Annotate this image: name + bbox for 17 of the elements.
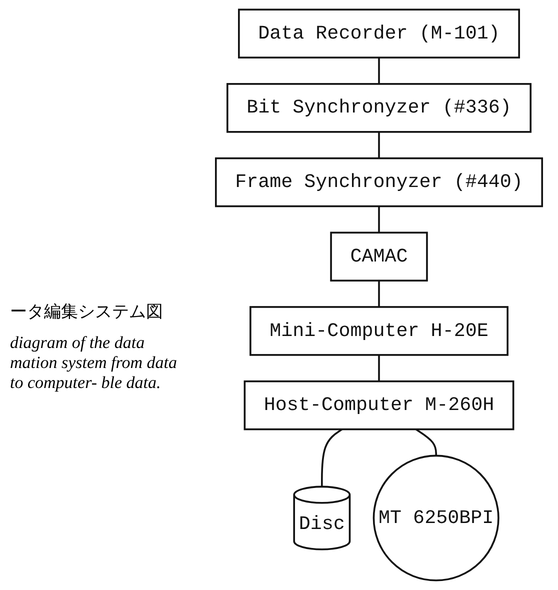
node-box	[330, 232, 428, 282]
node-box	[244, 380, 514, 430]
connector	[378, 280, 380, 307]
node-box	[238, 8, 520, 58]
flowchart: Data Recorder (M-101) Bit Synchronyzer (#336) Frame Synchronyzer (#440) CAMAC Mini-Computer H-20E Host-Computer M-260H Disc MT 6250BPI	[200, 0, 558, 590]
node-box	[226, 83, 532, 133]
connector	[321, 428, 343, 487]
caption-heading: ータ編集システム図	[10, 301, 164, 323]
node-box	[214, 157, 544, 208]
connector	[378, 206, 380, 233]
node-box	[250, 306, 508, 356]
caption-text: diagram of the data mation system from data to computer- ble data.	[10, 333, 178, 393]
connector	[378, 58, 380, 84]
connector	[378, 354, 380, 382]
node-circle	[372, 454, 500, 582]
connector	[378, 132, 380, 158]
connector	[415, 428, 437, 456]
